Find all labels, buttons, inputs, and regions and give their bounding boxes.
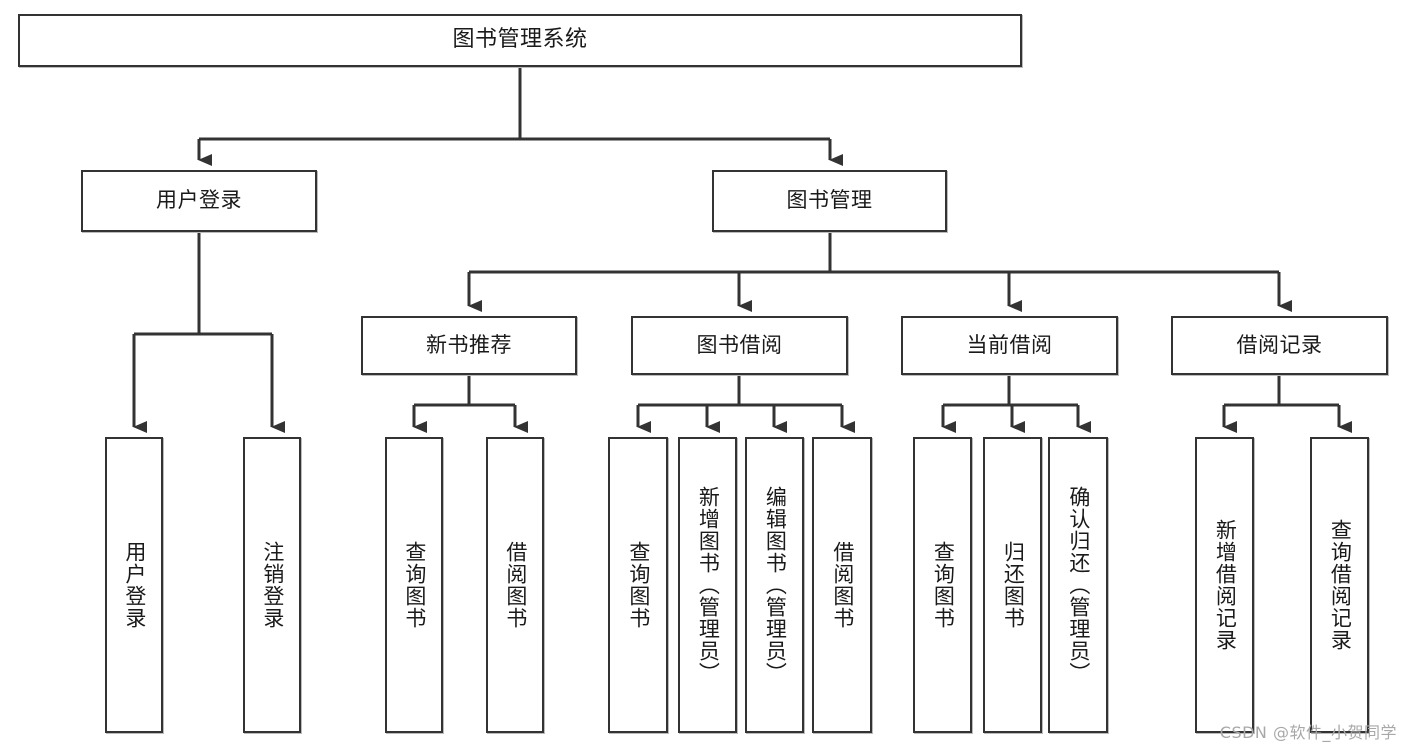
- leaf-edit-book-admin[interactable]: 编辑图书（管理员）: [745, 437, 804, 733]
- node-label: 新书推荐: [426, 332, 512, 357]
- node-label: 编辑图书（管理员）: [763, 486, 788, 684]
- node-label: 图书借阅: [696, 332, 783, 357]
- node-book-borrowing[interactable]: 图书借阅: [631, 316, 848, 375]
- node-current-borrowing[interactable]: 当前借阅: [901, 316, 1118, 375]
- node-label: 查询图书: [931, 541, 956, 629]
- leaf-add-book-admin[interactable]: 新增图书（管理员）: [678, 437, 737, 733]
- node-label: 借阅图书: [830, 541, 855, 629]
- node-label: 查询图书: [626, 541, 651, 629]
- leaf-query-borrow-record[interactable]: 查询借阅记录: [1310, 437, 1369, 733]
- leaf-logout[interactable]: 注销登录: [243, 437, 301, 733]
- node-label: 借阅记录: [1236, 332, 1323, 357]
- leaf-borrow-books-bb[interactable]: 借阅图书: [812, 437, 872, 733]
- node-book-management[interactable]: 图书管理: [712, 170, 947, 232]
- leaf-borrow-books-nbr[interactable]: 借阅图书: [486, 437, 544, 733]
- node-label: 用户登录: [122, 541, 147, 629]
- node-label: 当前借阅: [966, 332, 1053, 357]
- node-label: 新增图书（管理员）: [696, 486, 721, 684]
- node-label: 借阅图书: [503, 541, 528, 629]
- node-root-book-management-system[interactable]: 图书管理系统: [18, 14, 1022, 67]
- node-new-book-recommendation[interactable]: 新书推荐: [361, 316, 577, 375]
- leaf-query-books-bb[interactable]: 查询图书: [608, 437, 668, 733]
- leaf-query-books-cb[interactable]: 查询图书: [913, 437, 972, 733]
- node-label: 注销登录: [260, 541, 285, 629]
- node-label: 归还图书: [1001, 541, 1026, 629]
- leaf-return-books[interactable]: 归还图书: [983, 437, 1042, 733]
- node-user-login[interactable]: 用户登录: [81, 170, 317, 232]
- node-label: 查询借阅记录: [1328, 519, 1353, 651]
- node-label: 图书管理系统: [452, 27, 588, 53]
- leaf-user-login[interactable]: 用户登录: [105, 437, 163, 733]
- node-label: 用户登录: [156, 188, 242, 213]
- leaf-query-books-nbr[interactable]: 查询图书: [385, 437, 443, 733]
- leaf-add-borrow-record[interactable]: 新增借阅记录: [1195, 437, 1254, 733]
- node-borrowing-record[interactable]: 借阅记录: [1171, 316, 1388, 375]
- node-label: 新增借阅记录: [1213, 519, 1238, 651]
- node-label: 查询图书: [402, 541, 427, 629]
- node-label: 图书管理: [786, 188, 873, 213]
- leaf-confirm-return-admin[interactable]: 确认归还（管理员）: [1048, 437, 1108, 733]
- node-label: 确认归还（管理员）: [1066, 486, 1091, 684]
